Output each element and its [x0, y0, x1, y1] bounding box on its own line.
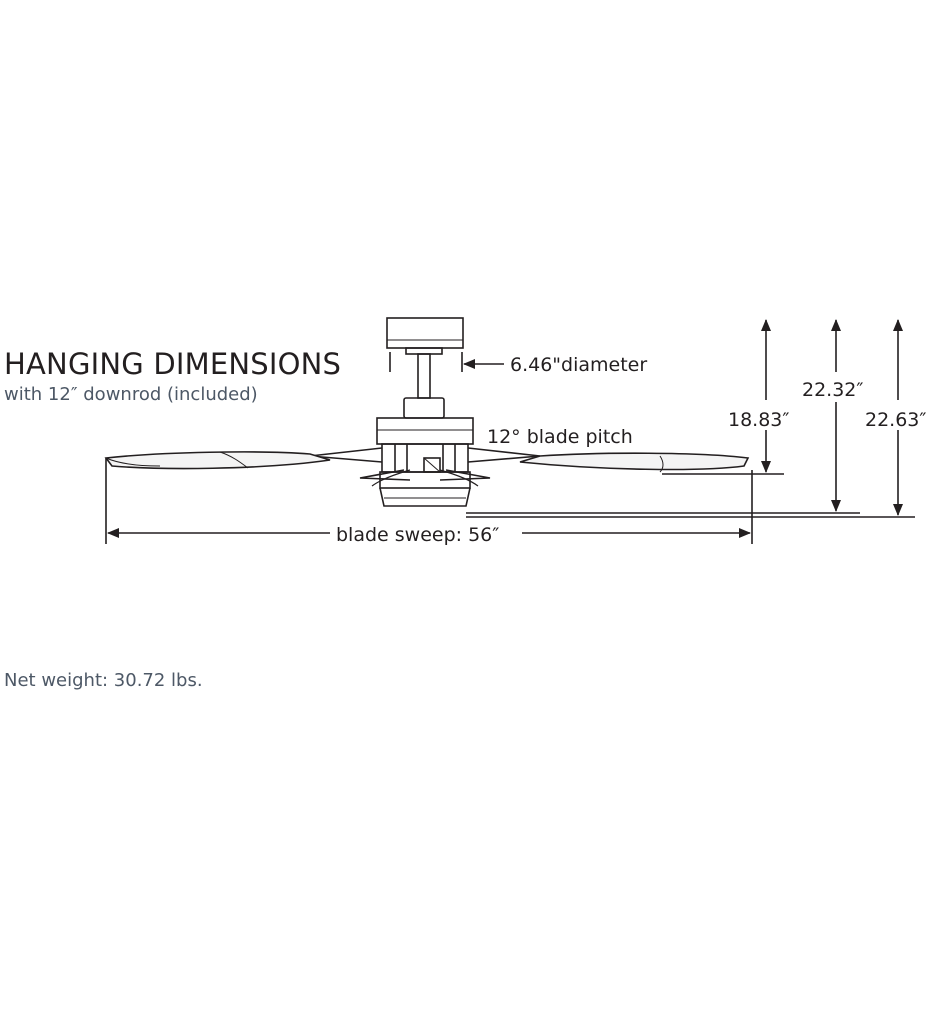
dimension-lines	[105, 319, 915, 544]
diameter-label: 6.46"diameter	[510, 354, 647, 376]
net-weight: Net weight: 30.72 lbs.	[4, 670, 203, 691]
height-label-18-83: 18.83″	[728, 409, 790, 431]
blade-pitch-label: 12° blade pitch	[487, 426, 633, 448]
diagram-title: HANGING DIMENSIONS	[4, 347, 342, 381]
diagram-subtitle: with 12″ downrod (included)	[4, 384, 258, 405]
height-label-22-32: 22.32″	[802, 379, 864, 401]
height-label-22-63: 22.63″	[865, 409, 927, 431]
blade-sweep-label: blade sweep: 56″	[336, 524, 499, 546]
ceiling-fan-outline	[104, 317, 750, 507]
